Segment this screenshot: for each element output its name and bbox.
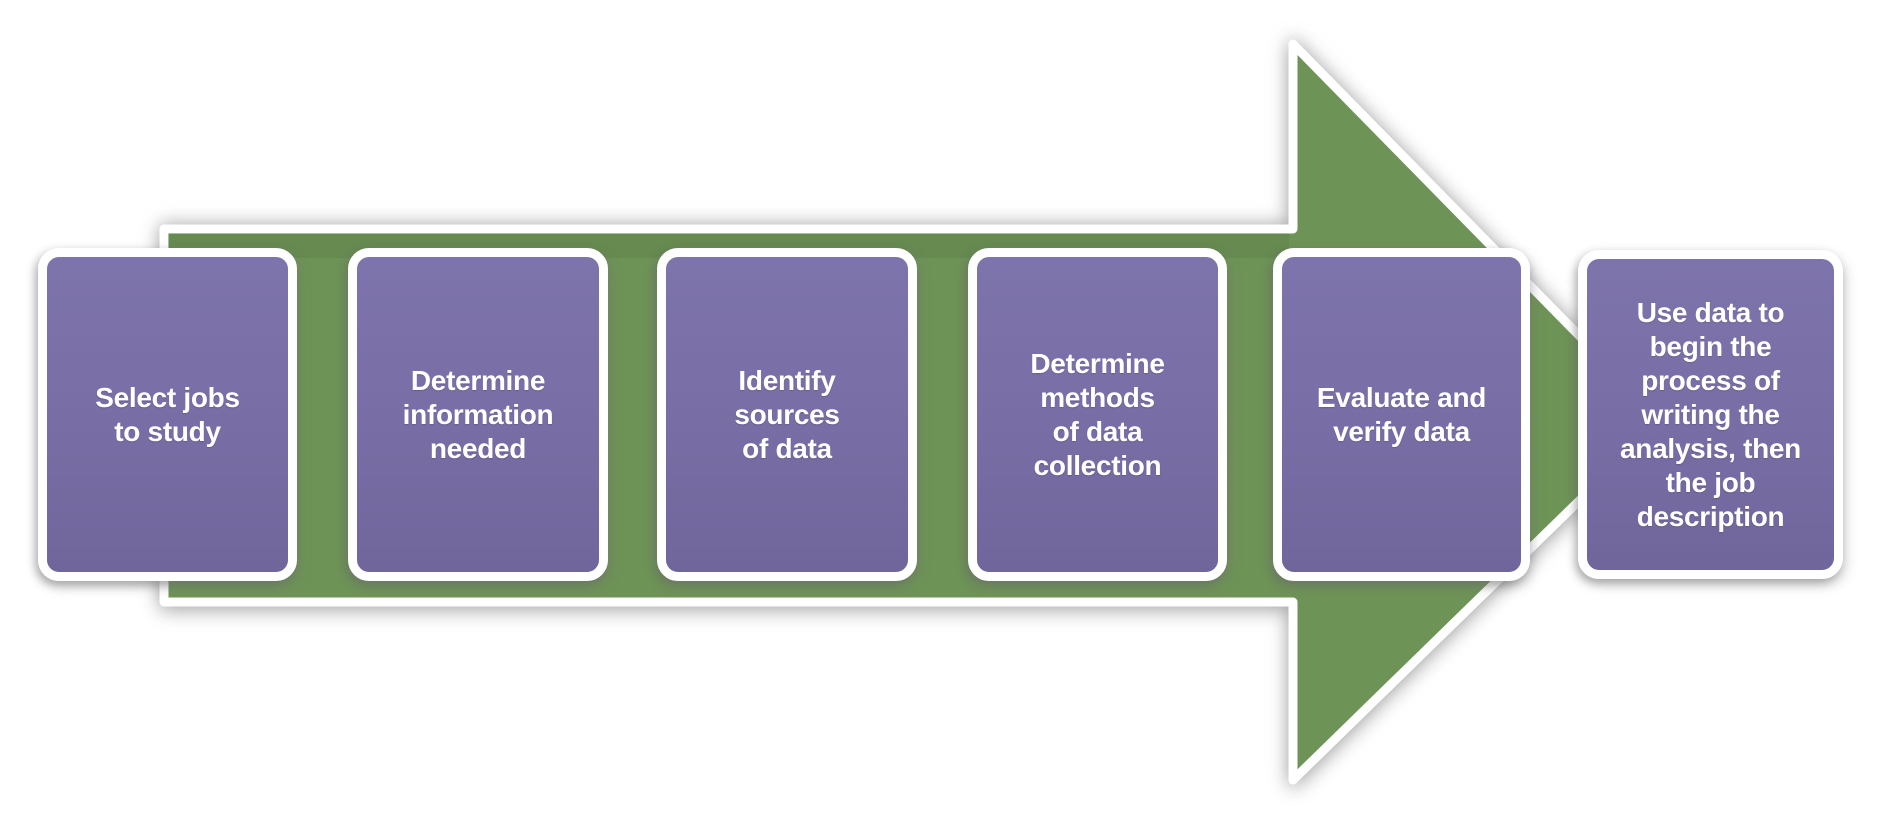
step-label: Evaluate and verify data bbox=[1316, 381, 1487, 447]
step-box-determine-information: Determine information needed bbox=[348, 248, 608, 581]
step-box-identify-sources: Identify sources of data bbox=[657, 248, 917, 581]
step-label: Select jobs to study bbox=[95, 381, 240, 447]
step-label: Use data to begin the process of writing… bbox=[1620, 296, 1801, 532]
step-label: Identify sources of data bbox=[734, 364, 840, 464]
step-label: Determine methods of data collection bbox=[1030, 347, 1165, 481]
step-box-select-jobs: Select jobs to study bbox=[38, 248, 297, 581]
step-box-determine-methods: Determine methods of data collection bbox=[968, 248, 1227, 581]
step-box-evaluate-verify: Evaluate and verify data bbox=[1273, 248, 1530, 581]
step-box-use-data: Use data to begin the process of writing… bbox=[1578, 250, 1843, 579]
step-label: Determine information needed bbox=[402, 364, 554, 464]
